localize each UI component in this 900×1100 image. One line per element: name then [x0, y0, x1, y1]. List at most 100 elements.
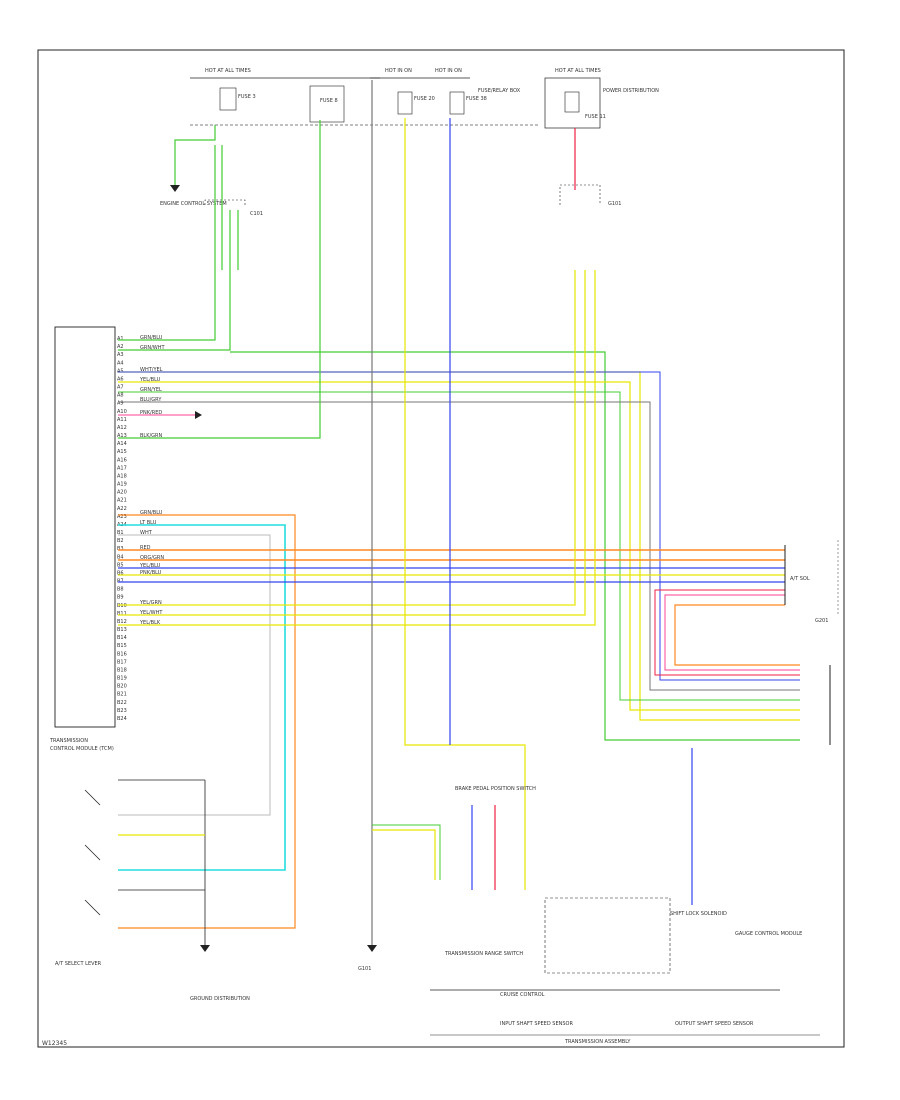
tcm-pin: A19	[117, 482, 127, 488]
wire-label: YEL/BLU	[139, 377, 161, 383]
figure-id: W12345	[42, 1040, 67, 1047]
tcm-pin: B21	[117, 692, 127, 698]
tcm-label-1: TRANSMISSION	[49, 738, 88, 744]
ground-label-mid: G101	[358, 966, 371, 972]
tcm-pin: B23	[117, 708, 127, 714]
tcm-pin: B9	[117, 595, 124, 601]
output-sensor-label: INPUT SHAFT SPEED SENSOR	[500, 1021, 573, 1027]
tcm-pin: B24	[117, 716, 127, 722]
tcm-pin: B15	[117, 643, 127, 649]
tcm-pin: B13	[117, 627, 127, 633]
brake-switch: BRAKE PEDAL POSITION SWITCH	[372, 786, 536, 890]
relay-box-label: FUSE/RELAY BOX	[478, 88, 521, 94]
wire-label: BLU/GRY	[140, 397, 162, 403]
tcm-pin: A3	[117, 352, 124, 358]
tcm-pin: A17	[117, 465, 127, 471]
transmission-label: TRANSMISSION ASSEMBLY	[564, 1039, 631, 1045]
wire-label: BLK/GRN	[140, 433, 163, 439]
tcm-pin: B16	[117, 651, 127, 657]
wire-label: YEL/WHT	[139, 610, 163, 616]
tcm-pin: B19	[117, 676, 127, 682]
connector-right: G101	[559, 128, 621, 207]
wire-label: RED	[140, 545, 151, 551]
meter-label: GAUGE CONTROL MODULE	[735, 931, 802, 937]
wire-label: PNK/BLU	[140, 570, 162, 576]
tcm-pin: A6	[117, 376, 124, 382]
wire-label: GRN/BLU	[140, 510, 163, 516]
connector-left: C101	[204, 145, 263, 270]
tcm-pin: A22	[117, 506, 127, 512]
tcm-pin: A9	[117, 401, 124, 407]
wire-label: YEL/BLU	[139, 563, 161, 569]
vertical-feeds	[371, 80, 526, 945]
tcm-pin: B1	[117, 530, 124, 536]
right-connector: A/T SOL G201	[784, 545, 828, 624]
tcm-pin: A23	[117, 514, 127, 520]
cruise-label: CRUISE CONTROL	[500, 992, 545, 998]
tcm-pin: B2	[117, 538, 124, 544]
diagram-border	[37, 49, 845, 1048]
tcm-pin: A15	[117, 449, 127, 455]
ground-label-lever: GROUND DISTRIBUTION	[190, 996, 250, 1002]
fuse-label-3: HOT IN ON	[435, 68, 462, 74]
tcm-pin: A14	[117, 441, 127, 447]
fuse-name-4: FUSE 38	[466, 96, 487, 102]
ground-arrow	[367, 945, 377, 952]
tcm-pin: B18	[117, 667, 127, 673]
input-sensor-label: TRANSMISSION RANGE SWITCH	[444, 951, 523, 957]
tcm-pin: B10	[117, 603, 127, 609]
module-right-label: A/T SOL	[790, 576, 810, 582]
tcm-pin: B17	[117, 659, 127, 665]
fuse-block-middle: HOT IN ON HOT IN ON FUSE 20 FUSE 38 FUSE…	[370, 68, 521, 115]
wire-label: GRN/BLU	[140, 335, 163, 341]
tcm-pin: A13	[117, 433, 127, 439]
connector-c-label: C101	[250, 211, 263, 217]
wire-label: YEL/GRN	[139, 600, 162, 606]
fuse-block-left: HOT AT ALL TIMES FUSE 3 FUSE 8	[190, 68, 380, 123]
tcm-pin: A2	[117, 344, 124, 350]
tcm-pin: B5	[117, 562, 124, 568]
gear-selector-label: OUTPUT SHAFT SPEED SENSOR	[675, 1021, 754, 1027]
wire-label: ORG/GRN	[140, 555, 164, 561]
engine-control-label: ENGINE CONTROL SYSTEM	[160, 201, 227, 207]
tcm-pin: B11	[117, 611, 127, 617]
tcm-label-2: CONTROL MODULE (TCM)	[50, 746, 114, 752]
tcm-pin: A16	[117, 457, 127, 463]
wire-label: WHT/YEL	[140, 367, 163, 373]
wire-label: GRN/YEL	[140, 387, 162, 393]
tcm-pin: B8	[117, 587, 124, 593]
ground-point-2: G201	[815, 618, 828, 624]
fuse-label-4: HOT AT ALL TIMES	[555, 68, 601, 74]
tcm-pin: B22	[117, 700, 127, 706]
tcm-pin: B12	[117, 619, 127, 625]
shift-lever: A/T SELECT LEVER GROUND DISTRIBUTION	[55, 779, 250, 1002]
transmission-assembly: TRANSMISSION RANGE SWITCH SHIFT LOCK SOL…	[430, 897, 820, 1045]
tcm-pin: A7	[117, 385, 124, 391]
tcm-box	[54, 326, 116, 728]
tcm-pin: B14	[117, 635, 127, 641]
wire-label: GRN/WHT	[140, 345, 165, 351]
tcm-pin: B20	[117, 684, 127, 690]
wire-label: YEL/BLK	[139, 620, 161, 626]
wire-label: WHT	[140, 530, 153, 536]
fuse-label-1: HOT AT ALL TIMES	[205, 68, 251, 74]
tcm-pin: A18	[117, 473, 127, 479]
fuse-name-2: FUSE 8	[320, 98, 338, 104]
tcm-pin: A1	[117, 336, 124, 342]
shift-lock-label: SHIFT LOCK SOLENOID	[670, 911, 727, 917]
fuse-name-3: FUSE 20	[414, 96, 435, 102]
tcm-pin: B6	[117, 570, 124, 576]
power-dist-label: POWER DISTRIBUTION	[603, 88, 659, 94]
tcm-pin: A5	[117, 368, 124, 374]
tcm-pin: B4	[117, 554, 124, 560]
shift-lever-label: A/T SELECT LEVER	[55, 961, 102, 967]
wire-label: LT BLU	[140, 520, 157, 526]
brake-switch-label: BRAKE PEDAL POSITION SWITCH	[455, 786, 536, 792]
wire-label: PNK/RED	[140, 410, 162, 416]
fuse-name-1: FUSE 3	[238, 94, 256, 100]
fuse-block-right: HOT AT ALL TIMES POWER DISTRIBUTION FUSE…	[544, 68, 659, 129]
fuse-label-2: HOT IN ON	[385, 68, 412, 74]
tcm-pin: A10	[117, 409, 127, 415]
tcm-pin: A12	[117, 425, 127, 431]
